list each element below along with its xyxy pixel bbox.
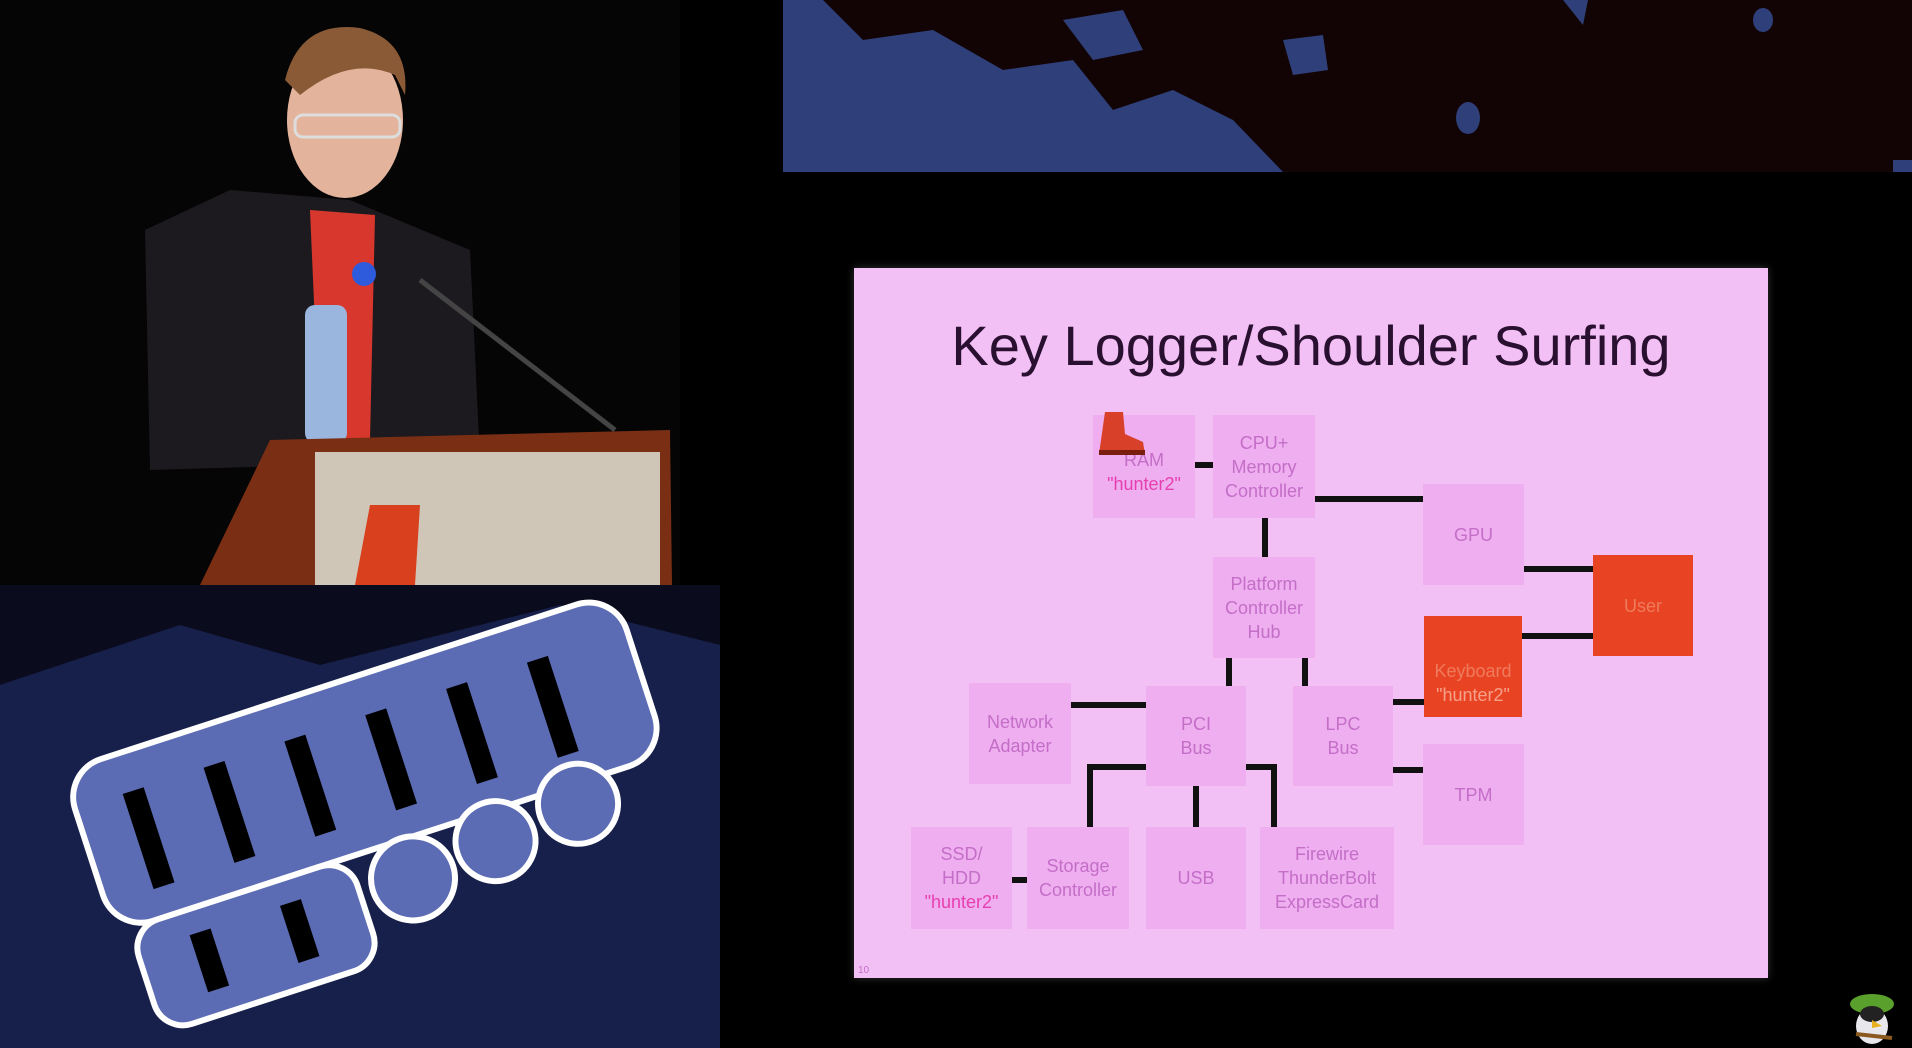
defcon-logo-graphic <box>0 599 720 1048</box>
storage-label-line1: Storage <box>1046 856 1110 876</box>
ram-secret: "hunter2" <box>1107 473 1181 494</box>
user-label: User <box>1623 595 1662 616</box>
pch-label-line2: Controller <box>1224 597 1304 618</box>
keyboard-secret: "hunter2" <box>1436 685 1510 705</box>
cpu-label-line1: CPU+ <box>1239 432 1289 453</box>
defcon-21-logo <box>0 585 720 1048</box>
firewire-label-line3: ExpressCard <box>1274 892 1380 912</box>
lpc-label-line1: LPC <box>1325 714 1361 734</box>
cpu-label-line2: Memory <box>1231 456 1297 477</box>
gpu-label: GPU <box>1453 524 1493 545</box>
pci-label-line1: PCI <box>1180 714 1211 734</box>
box-usb: USB <box>1146 827 1246 929</box>
box-platform-controller-hub: Platform Controller Hub <box>1213 557 1315 658</box>
pch-label-line1: Platform <box>1230 573 1298 594</box>
box-tpm: TPM <box>1423 744 1524 845</box>
connector-pci-storage <box>1087 764 1146 827</box>
box-lpc-bus: LPC Bus <box>1293 686 1393 786</box>
penguin-watermark-icon <box>1850 994 1894 1044</box>
usb-label: USB <box>1177 868 1215 888</box>
box-storage-controller: Storage Controller <box>1027 827 1129 929</box>
box-keyboard: Keyboard "hunter2" <box>1424 616 1522 717</box>
box-network-adapter: Network Adapter <box>969 683 1071 784</box>
storage-label-line2: Controller <box>1038 880 1118 900</box>
firewire-label-line2: ThunderBolt <box>1277 868 1377 888</box>
boot-icon <box>1099 412 1145 455</box>
microphone-clip-icon <box>352 262 376 286</box>
water-bottle <box>305 305 347 443</box>
box-ssd-hdd: SSD/ HDD "hunter2" <box>911 827 1012 929</box>
ssd-secret: "hunter2" <box>924 892 999 912</box>
firewire-label-line1: Firewire <box>1294 844 1359 864</box>
pch-label-line3: Hub <box>1247 621 1281 642</box>
lpc-label-line2: Bus <box>1327 738 1359 758</box>
slide-page-number: 10 <box>858 965 870 976</box>
decorative-banner <box>783 0 1912 172</box>
cpu-label-line3: Controller <box>1224 480 1304 501</box>
box-firewire-thunderbolt-expresscard: Firewire ThunderBolt ExpressCard <box>1260 827 1394 929</box>
slide-title: Key Logger/Shoulder Surfing <box>951 314 1671 377</box>
network-label-line1: Network <box>986 711 1053 732</box>
tpm-label: TPM <box>1454 784 1493 805</box>
network-label-line2: Adapter <box>988 735 1052 756</box>
ssd-label-line2: HDD <box>942 868 981 888</box>
box-cpu-memory-controller: CPU+ Memory Controller <box>1213 415 1315 518</box>
ssd-label-line1: SSD/ <box>940 844 983 864</box>
keyboard-label: Keyboard <box>1434 661 1512 681</box>
speaker-video <box>0 0 680 585</box>
speaker-illustration <box>145 27 672 585</box>
connector-pci-firewire <box>1246 764 1277 827</box>
box-pci-bus: PCI Bus <box>1146 686 1246 786</box>
box-gpu: GPU <box>1423 484 1524 585</box>
pci-label-line2: Bus <box>1180 738 1212 758</box>
box-user: User <box>1593 555 1693 656</box>
